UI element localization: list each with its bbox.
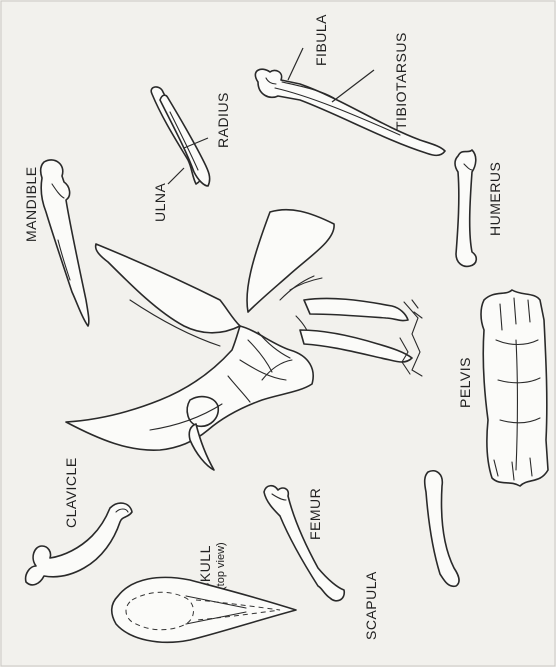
bird-fossil: [66, 210, 422, 470]
ulna-label: ULNA: [152, 182, 168, 222]
tibiotarsus-leader-line: [332, 70, 374, 102]
radius-label: RADIUS: [215, 92, 231, 148]
mandible-label: MANDIBLE: [23, 166, 39, 242]
femur-label: FEMUR: [307, 488, 323, 540]
femur-bone: [264, 486, 344, 601]
clavicle-label: CLAVICLE: [63, 457, 79, 528]
fibula-label: FIBULA: [313, 14, 329, 66]
scapula-label: SCAPULA: [363, 571, 379, 640]
mandible-bone: [41, 160, 89, 326]
skull-view-note: (top view): [215, 542, 227, 590]
ulna-leader-line: [168, 168, 184, 184]
humerus-label: HUMERUS: [487, 162, 503, 236]
pelvis-bone: [481, 290, 548, 486]
scapula-bone: [425, 471, 459, 587]
skull-bone: [112, 577, 296, 642]
pelvis-label: PELVIS: [457, 357, 473, 408]
tibiotarsus-label: TIBIOTARSUS: [393, 32, 409, 130]
fibula-leader-line: [288, 48, 303, 80]
humerus-bone: [455, 150, 476, 266]
